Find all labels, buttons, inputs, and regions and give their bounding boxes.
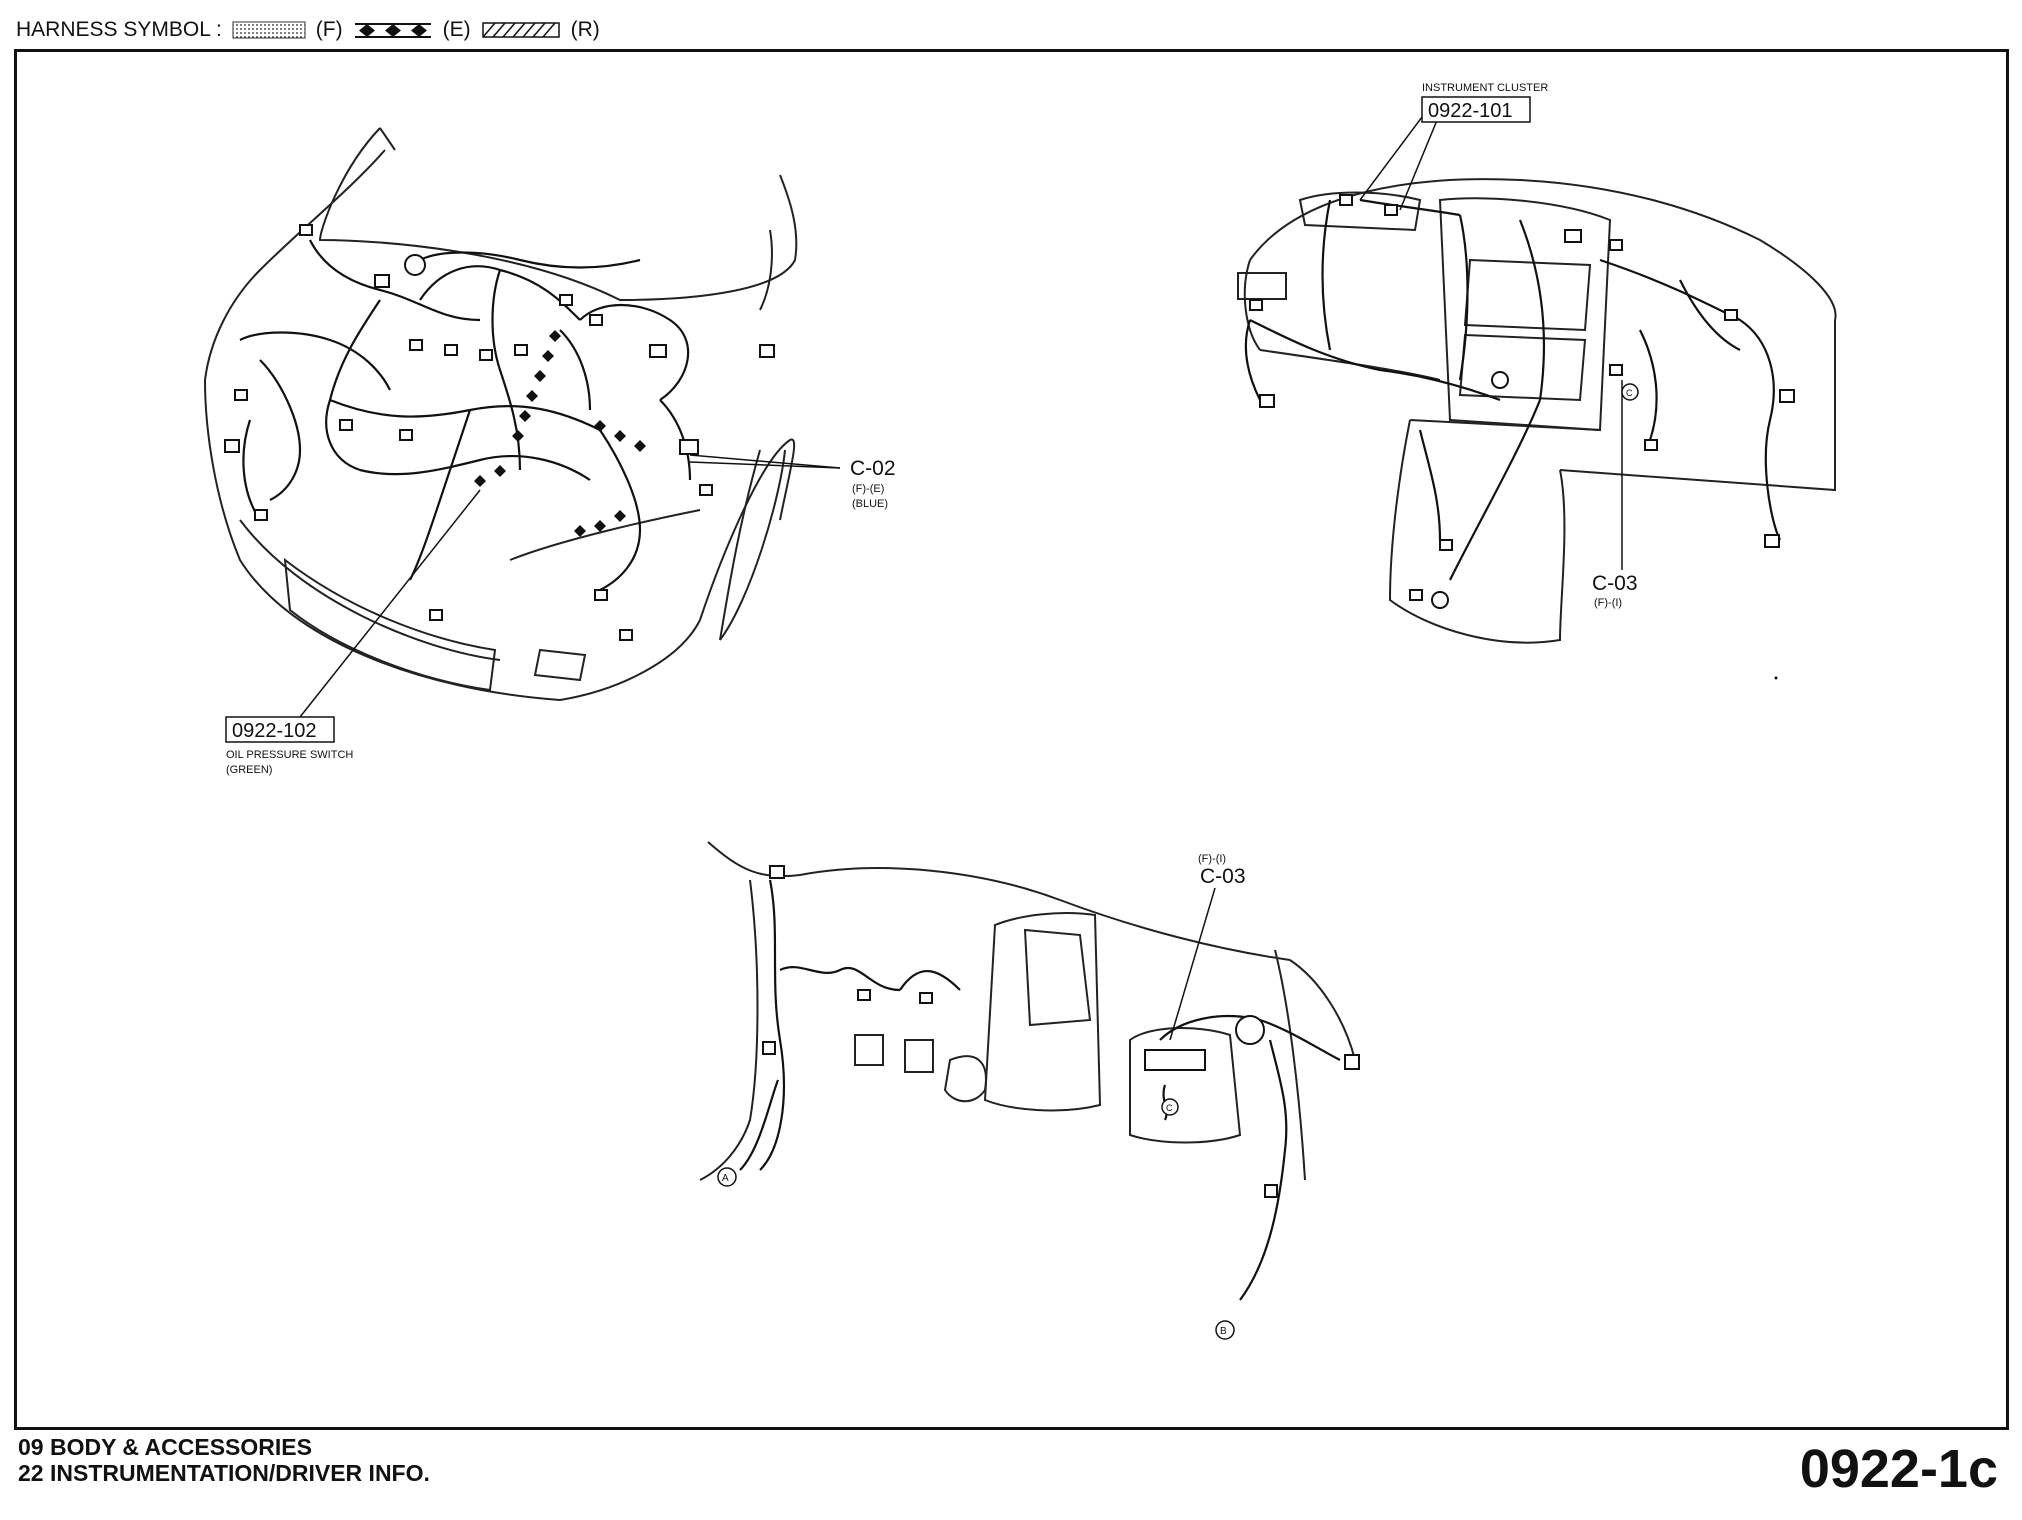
dash-c03-spec: (F)-(I): [1594, 597, 1622, 609]
interior-c03-marker: C: [1166, 1103, 1173, 1113]
footer-section-labels: 09 BODY & ACCESSORIES 22 INSTRUMENTATION…: [18, 1434, 430, 1486]
dashboard-connectors: [1249, 194, 1795, 609]
dashboard-harness-wiring: [1244, 198, 1781, 581]
interior-c03-callout: (F)-(I) C-03 C: [1161, 853, 1246, 1116]
legend-code-r: (R): [570, 18, 600, 41]
footer-line-1: 09 BODY & ACCESSORIES: [18, 1434, 312, 1460]
part-0922-101-number: 0922-101: [1428, 100, 1513, 122]
c02-color: (BLUE): [852, 498, 888, 510]
c02-spec: (F)-(E): [852, 483, 884, 495]
footer-line-2: 22 INSTRUMENTATION/DRIVER INFO.: [18, 1460, 430, 1486]
dash-c03-marker: C: [1626, 388, 1633, 398]
diagram-frame: [14, 49, 2009, 1430]
instrument-cluster-callout: INSTRUMENT CLUSTER 0922-101: [1359, 82, 1548, 211]
instrument-cluster-title: INSTRUMENT CLUSTER: [1422, 82, 1548, 94]
stray-dot: [1774, 676, 1778, 680]
part-0922-102-number: 0922-102: [232, 720, 317, 742]
dash-c03-code: C-03: [1592, 572, 1638, 595]
c02-callout: C-02 (F)-(E) (BLUE): [689, 454, 896, 510]
harness-legend: HARNESS SYMBOL : (F) (E) (R): [16, 12, 600, 48]
interior-connectors: [762, 865, 1360, 1198]
interior-illustration: [699, 841, 1356, 1181]
dashboard-illustration: [1237, 178, 1837, 644]
marker-b: B: [1220, 1326, 1227, 1337]
part-0922-102-color: (GREEN): [226, 764, 272, 776]
legend-prefix: HARNESS SYMBOL :: [16, 18, 222, 41]
page-code: 0922-1c: [1799, 1439, 1998, 1499]
interior-markers: A B: [717, 1167, 1235, 1340]
dash-c03-callout: C C-03 (F)-(I): [1592, 380, 1639, 609]
diamond-symbol-icon: [354, 23, 431, 38]
hatch-symbol-icon: [481, 22, 560, 38]
dotted-fill-symbol-icon: [232, 21, 306, 39]
engine-bay-illustration: [204, 127, 798, 702]
engine-diamond-harness: [474, 330, 646, 537]
legend-code-f: (F): [315, 18, 343, 41]
part-0922-102-name: OIL PRESSURE SWITCH: [226, 749, 353, 761]
interior-harness-wiring: [739, 879, 1341, 1301]
engine-connectors: [224, 224, 775, 641]
legend-code-e: (E): [442, 18, 471, 41]
c02-code: C-02: [850, 457, 896, 480]
interior-c03-code: C-03: [1200, 865, 1246, 888]
engine-harness-wiring: [239, 239, 692, 591]
marker-a: A: [722, 1173, 729, 1184]
interior-c03-spec: (F)-(I): [1198, 853, 1226, 865]
oil-pressure-switch-callout: 0922-102 OIL PRESSURE SWITCH (GREEN): [225, 489, 481, 776]
